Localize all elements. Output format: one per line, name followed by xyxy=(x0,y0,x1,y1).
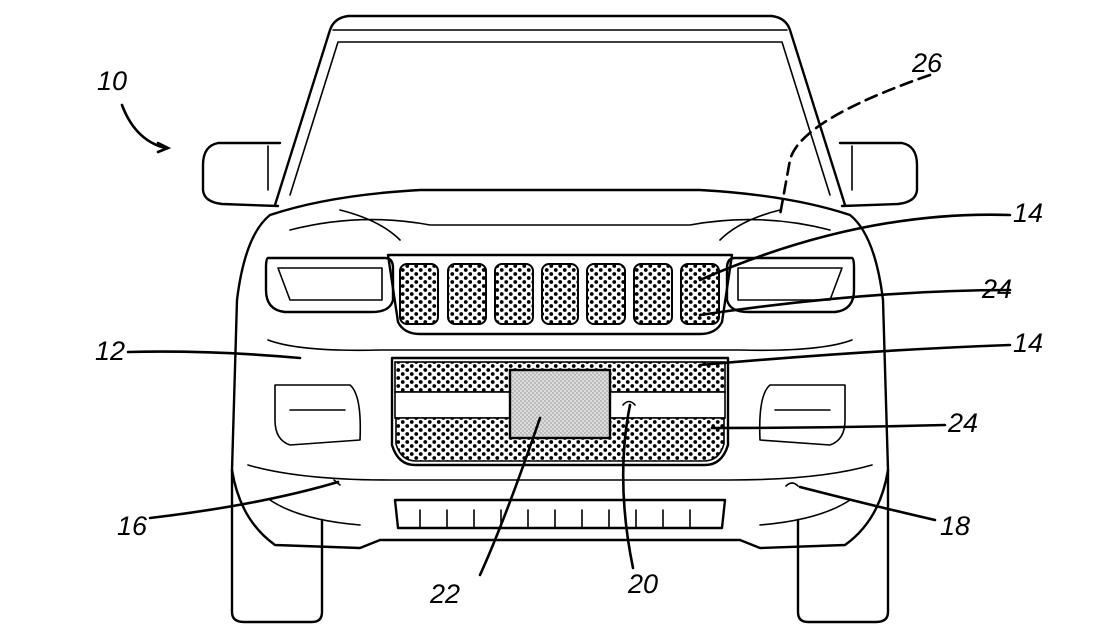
camera-20-mark xyxy=(622,400,636,406)
right-headlight xyxy=(725,256,856,314)
sensor-18-mark xyxy=(785,482,799,487)
left-fog-area xyxy=(274,384,362,446)
leader-16 xyxy=(148,480,340,520)
leader-10 xyxy=(120,103,167,150)
license-plate xyxy=(508,368,612,440)
right-fog-area xyxy=(758,384,846,446)
ref-24-upper: 24 xyxy=(981,274,1012,304)
ref-16: 16 xyxy=(117,511,148,541)
leader-26-hidden xyxy=(778,73,932,217)
leader-20 xyxy=(621,403,635,570)
ref-20: 20 xyxy=(627,569,658,599)
ref-24-lower: 24 xyxy=(947,408,978,438)
ref-26: 26 xyxy=(911,48,943,78)
left-tire xyxy=(230,468,324,624)
leader-24-lower xyxy=(710,423,947,430)
front-fascia-outline xyxy=(230,213,890,550)
ref-10: 10 xyxy=(97,66,127,96)
leader-12 xyxy=(126,350,302,360)
leader-14-lower xyxy=(698,343,1012,367)
upper-grille-slots xyxy=(399,263,720,325)
leader-14-upper xyxy=(698,213,1012,282)
ref-18: 18 xyxy=(940,511,970,541)
windshield xyxy=(273,14,847,207)
lower-grille xyxy=(390,356,730,467)
ref-12: 12 xyxy=(95,336,125,366)
leader-24-upper xyxy=(698,288,1012,317)
ref-14-upper: 14 xyxy=(1013,198,1043,228)
right-mirror xyxy=(838,141,919,208)
reference-numerals: 10 12 14 24 14 24 16 18 22 20 26 xyxy=(95,48,1043,609)
ref-22: 22 xyxy=(429,579,460,609)
left-mirror xyxy=(201,141,282,208)
left-headlight xyxy=(264,256,395,314)
leader-18 xyxy=(798,485,937,522)
leader-lines xyxy=(120,73,1012,577)
right-tire xyxy=(796,468,890,624)
leader-22 xyxy=(478,416,542,577)
upper-grille xyxy=(386,253,734,336)
hood xyxy=(268,188,852,241)
ref-14-lower: 14 xyxy=(1013,328,1043,358)
skid-plate xyxy=(393,498,727,530)
